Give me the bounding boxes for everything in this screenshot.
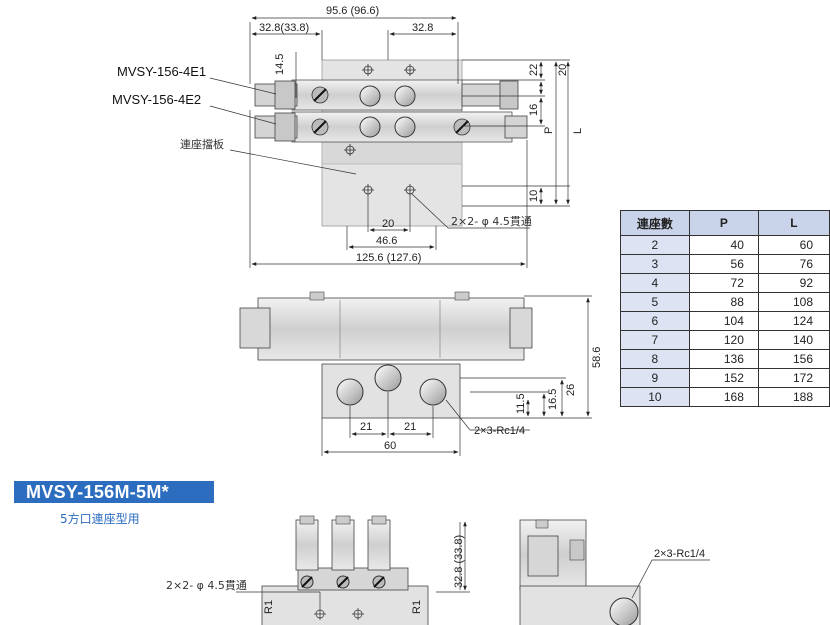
- label-bottom-holes: 2×2- φ 4.5貫通: [166, 579, 247, 592]
- valve-4e1: [254, 79, 519, 111]
- table-header-row: 連座數 P L: [620, 210, 830, 236]
- port-icon: [336, 378, 364, 406]
- header-station-count: 連座數: [620, 210, 690, 236]
- cell-stations: 4: [620, 273, 690, 293]
- cell-L: 172: [757, 368, 830, 388]
- dim-left-offset: 32.8(33.8): [259, 22, 309, 34]
- dim-20-right: 20: [557, 64, 569, 76]
- dim-bottom-vertical: 32.8 (33.8): [453, 535, 465, 588]
- dim-21-left: 21: [360, 421, 372, 433]
- dim-L: L: [572, 128, 584, 134]
- label-end-plate: 連座擋板: [180, 137, 224, 151]
- dim-46-6: 46.6: [376, 235, 397, 247]
- dim-16-5: 16.5: [547, 389, 559, 410]
- end-plate: [321, 141, 463, 165]
- label-mvsy-156-4e1: MVSY-156-4E1: [117, 64, 206, 79]
- side-view-dimensions: [321, 295, 592, 456]
- dim-22: 22: [528, 64, 540, 76]
- mounting-holes: [344, 64, 416, 196]
- cell-stations: 10: [620, 387, 690, 407]
- dim-total-width: 95.6 (96.6): [326, 5, 379, 17]
- dim-58-6: 58.6: [591, 347, 603, 368]
- label-r1-left: R1: [263, 600, 275, 614]
- cell-P: 88: [688, 292, 759, 312]
- side-view: 58.6 26 16.5 11.5 21 21 60 2×3-Rc1/4: [239, 291, 603, 456]
- label-bottom-ports: 2×3-Rc1/4: [654, 548, 705, 560]
- valve-4e2: [254, 111, 528, 143]
- cell-stations: 3: [620, 254, 690, 274]
- cell-stations: 8: [620, 349, 690, 369]
- cell-P: 72: [688, 273, 759, 293]
- label-mvsy-156-4e2: MVSY-156-4E2: [112, 92, 201, 107]
- cell-L: 60: [757, 235, 830, 255]
- dim-20-bottom: 20: [382, 218, 394, 230]
- port-icon: [419, 378, 447, 406]
- top-view-dimensions: [209, 16, 570, 268]
- section-title: MVSY-156M-5M*: [14, 481, 214, 503]
- header-P: P: [688, 210, 759, 236]
- cell-P: 104: [688, 311, 759, 331]
- cell-L: 92: [757, 273, 830, 293]
- section-subtitle: 5方口連座型用: [60, 512, 140, 526]
- dim-10-bottom: 10: [528, 190, 540, 202]
- dim-right-offset: 32.8: [412, 22, 433, 34]
- dim-16: 16: [528, 104, 540, 116]
- dim-14-5: 14.5: [274, 54, 286, 75]
- label-side-ports: 2×3-Rc1/4: [474, 425, 525, 437]
- dim-125-6: 125.6 (127.6): [356, 252, 421, 264]
- cell-P: 40: [688, 235, 759, 255]
- port-icon: [609, 597, 639, 625]
- cell-stations: 6: [620, 311, 690, 331]
- dim-P: P: [543, 127, 555, 134]
- cell-L: 124: [757, 311, 830, 331]
- solenoid-stack: [295, 515, 391, 589]
- cell-L: 108: [757, 292, 830, 312]
- label-through-holes: 2×2- φ 4.5貫通: [451, 215, 532, 228]
- cell-P: 56: [688, 254, 759, 274]
- cell-L: 188: [757, 387, 830, 407]
- dim-21-right: 21: [404, 421, 416, 433]
- cell-P: 136: [688, 349, 759, 369]
- cell-stations: 7: [620, 330, 690, 350]
- cell-stations: 5: [620, 292, 690, 312]
- cell-L: 76: [757, 254, 830, 274]
- port-icon: [374, 364, 402, 392]
- dim-11-5: 11.5: [515, 393, 527, 414]
- header-L: L: [757, 210, 830, 236]
- cell-L: 156: [757, 349, 830, 369]
- valve-body-side: [257, 297, 525, 361]
- label-r1-right: R1: [411, 600, 423, 614]
- cell-P: 152: [688, 368, 759, 388]
- dim-26: 26: [565, 384, 577, 396]
- cell-stations: 2: [620, 235, 690, 255]
- cell-P: 168: [688, 387, 759, 407]
- bottom-side-view: 2×3-Rc1/4: [519, 519, 710, 625]
- cell-P: 120: [688, 330, 759, 350]
- cell-stations: 9: [620, 368, 690, 388]
- top-view: 95.6 (96.6) 32.8(33.8) 32.8 14.5 22 20 1…: [112, 5, 584, 268]
- dim-60: 60: [384, 440, 396, 452]
- bottom-front-view: R1 R1 2×2- φ 4.5貫通 32.8 (33.8): [166, 515, 470, 625]
- cell-L: 140: [757, 330, 830, 350]
